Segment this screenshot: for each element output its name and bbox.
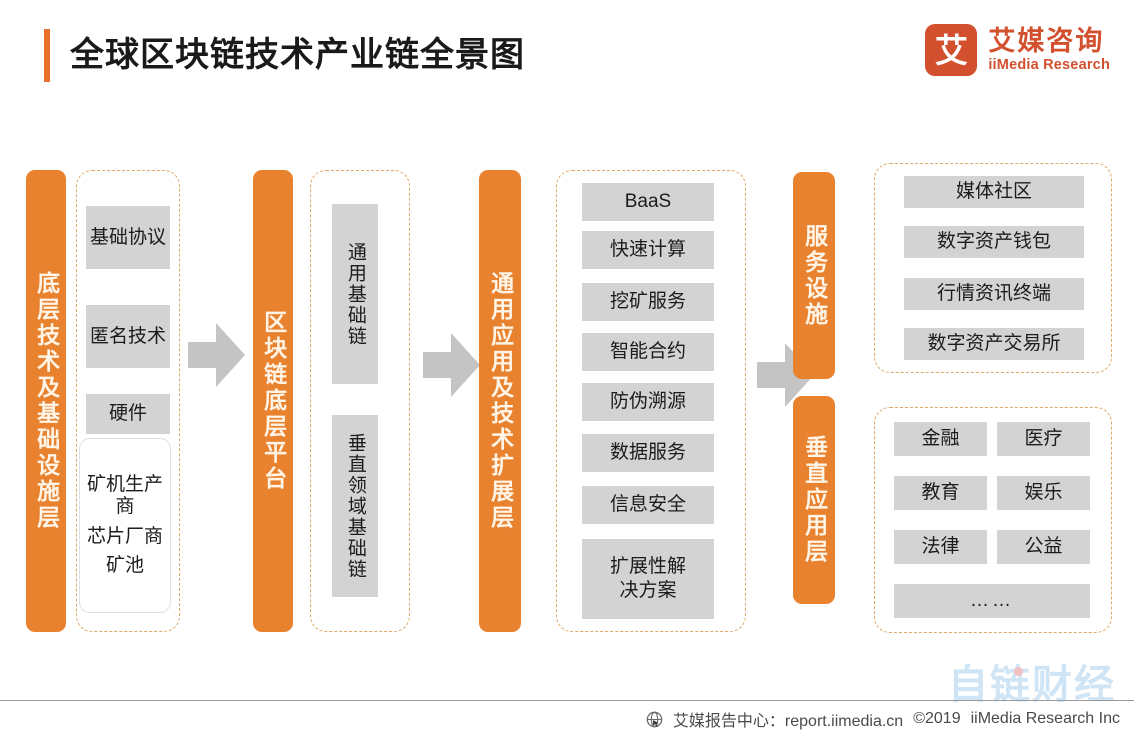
chip-vertical-application-4[interactable]: 法律 bbox=[894, 530, 987, 564]
layer-bar-vertical-application: 垂直应用层 bbox=[793, 396, 835, 604]
title-accent-bar bbox=[44, 29, 50, 82]
footer-divider bbox=[0, 699, 1134, 701]
flow-arrow-1 bbox=[188, 320, 246, 390]
logo-name-cn: 艾媒咨询 bbox=[988, 25, 1105, 56]
chip-vertical-application-2[interactable]: 教育 bbox=[894, 476, 987, 510]
chip-infrastructure-1[interactable]: 匿名技术 bbox=[86, 305, 170, 368]
footer-report-center: 艾媒报告中心：report.iimedia.cn bbox=[672, 713, 904, 730]
chip-general-application-7[interactable]: 扩展性解决方案 bbox=[582, 539, 714, 619]
logo-mark-icon: 艾 bbox=[925, 24, 978, 76]
flow-arrow-3 bbox=[757, 340, 815, 410]
chip-general-application-3[interactable]: 智能合约 bbox=[582, 333, 714, 371]
page-footer: 艾媒报告中心：report.iimedia.cn ©2019 iiMedia R… bbox=[646, 707, 1120, 731]
chip-service-facility-1[interactable]: 数字资产钱包 bbox=[904, 226, 1084, 258]
subgroup-item-0[interactable]: 矿机生产商 bbox=[86, 473, 163, 518]
chip-infrastructure-2[interactable]: 硬件 bbox=[86, 394, 170, 434]
chip-general-application-5[interactable]: 数据服务 bbox=[582, 434, 714, 472]
layer-bar-infrastructure: 底层技术及基础设施层 bbox=[26, 170, 66, 632]
page-title: 全球区块链技术产业链全景图 bbox=[70, 36, 525, 74]
layer-bar-general-application: 通用应用及技术扩展层 bbox=[479, 170, 521, 632]
subgroup-item-2[interactable]: 矿池 bbox=[105, 554, 144, 576]
chip-service-facility-2[interactable]: 行情资讯终端 bbox=[904, 278, 1084, 310]
chip-vertical-application-5[interactable]: 公益 bbox=[997, 530, 1090, 564]
logo-text: 艾媒咨询 iiMedia Research bbox=[988, 26, 1110, 75]
layer-bar-underlying-platform: 区块链底层平台 bbox=[253, 170, 293, 632]
layer-bar-service-facility: 服务设施 bbox=[793, 172, 835, 379]
chip-vertical-application-6: …… bbox=[894, 584, 1090, 618]
chip-general-application-0[interactable]: BaaS bbox=[582, 183, 714, 221]
subgroup-item-1[interactable]: 芯片厂商 bbox=[86, 525, 163, 547]
chip-general-application-6[interactable]: 信息安全 bbox=[582, 486, 714, 524]
chip-general-application-2[interactable]: 挖矿服务 bbox=[582, 283, 714, 321]
chip-underlying-platform-0[interactable]: 通用基础链 bbox=[332, 204, 378, 384]
footer-copyright: ©2019 bbox=[913, 710, 961, 727]
chip-service-facility-0[interactable]: 媒体社区 bbox=[904, 176, 1084, 208]
page-header: 全球区块链技术产业链全景图 艾 艾媒咨询 iiMedia Research bbox=[0, 0, 1134, 110]
chip-infrastructure-0[interactable]: 基础协议 bbox=[86, 206, 170, 269]
chip-general-application-1[interactable]: 快速计算 bbox=[582, 231, 714, 269]
flow-arrow-2 bbox=[423, 330, 481, 400]
chip-underlying-platform-1[interactable]: 垂直领域基础链 bbox=[332, 415, 378, 597]
infrastructure-subgroup: 矿机生产商 芯片厂商 矿池 bbox=[79, 438, 171, 613]
globe-icon bbox=[646, 711, 663, 727]
chip-vertical-application-0[interactable]: 金融 bbox=[894, 422, 987, 456]
logo-name-en: iiMedia Research bbox=[988, 56, 1110, 73]
chip-vertical-application-3[interactable]: 娱乐 bbox=[997, 476, 1090, 510]
chip-general-application-4[interactable]: 防伪溯源 bbox=[582, 383, 714, 421]
iimedia-logo: 艾 艾媒咨询 iiMedia Research bbox=[925, 24, 1110, 76]
footer-company: iiMedia Research Inc bbox=[970, 710, 1120, 727]
chip-vertical-application-1[interactable]: 医疗 bbox=[997, 422, 1090, 456]
chip-service-facility-3[interactable]: 数字资产交易所 bbox=[904, 328, 1084, 360]
